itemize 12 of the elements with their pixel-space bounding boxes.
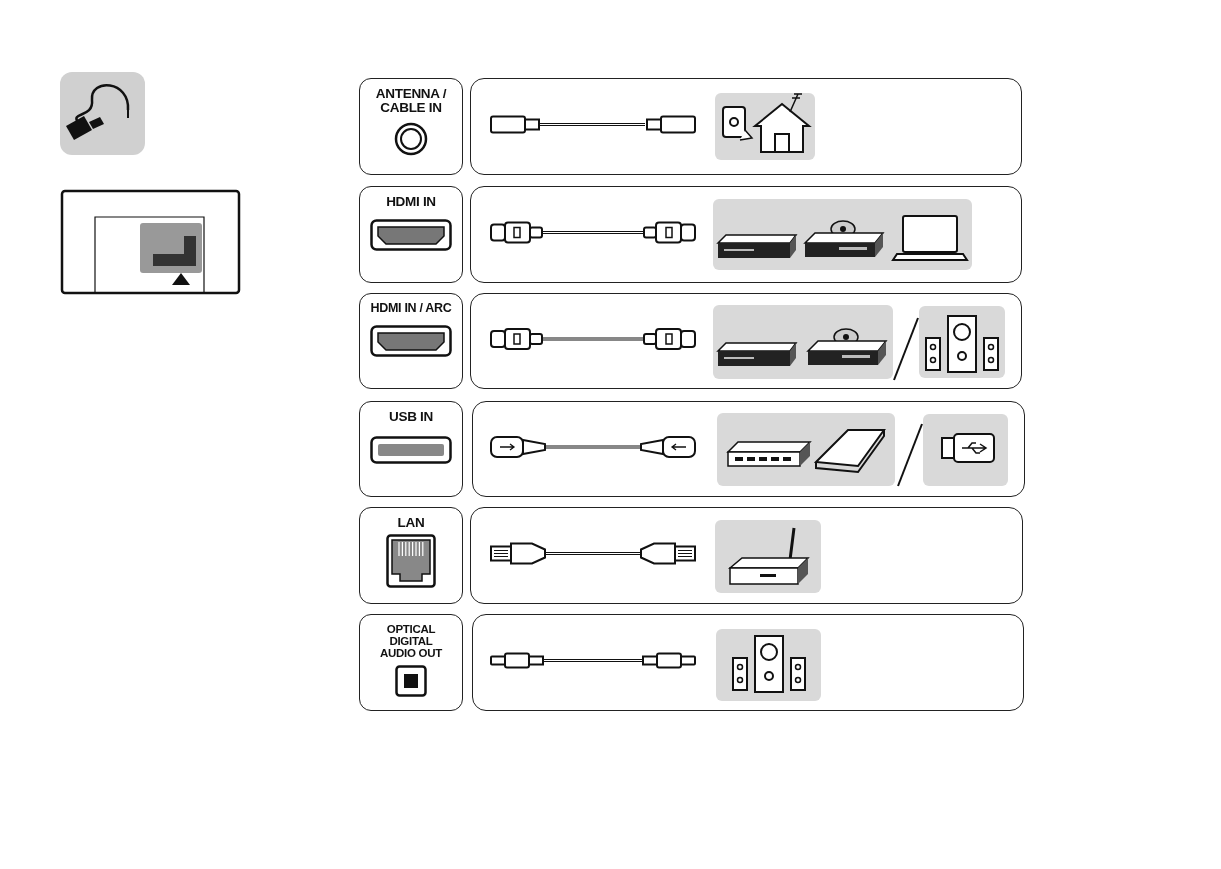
port-label-box <box>359 401 463 497</box>
port-label-box <box>359 186 463 283</box>
port-label: ANTENNA / CABLE IN <box>374 87 448 116</box>
port-label: HDMI IN <box>386 195 436 210</box>
port-label: HDMI IN / ARC <box>370 302 452 316</box>
port-label: USB IN <box>389 410 433 425</box>
port-label: OPTICAL DIGITAL AUDIO OUT <box>379 623 444 660</box>
port-label-box <box>359 293 463 389</box>
port-label-box <box>359 614 463 711</box>
port-label: LAN <box>397 516 425 531</box>
port-label-box <box>359 78 463 175</box>
port-label-box <box>359 507 463 604</box>
